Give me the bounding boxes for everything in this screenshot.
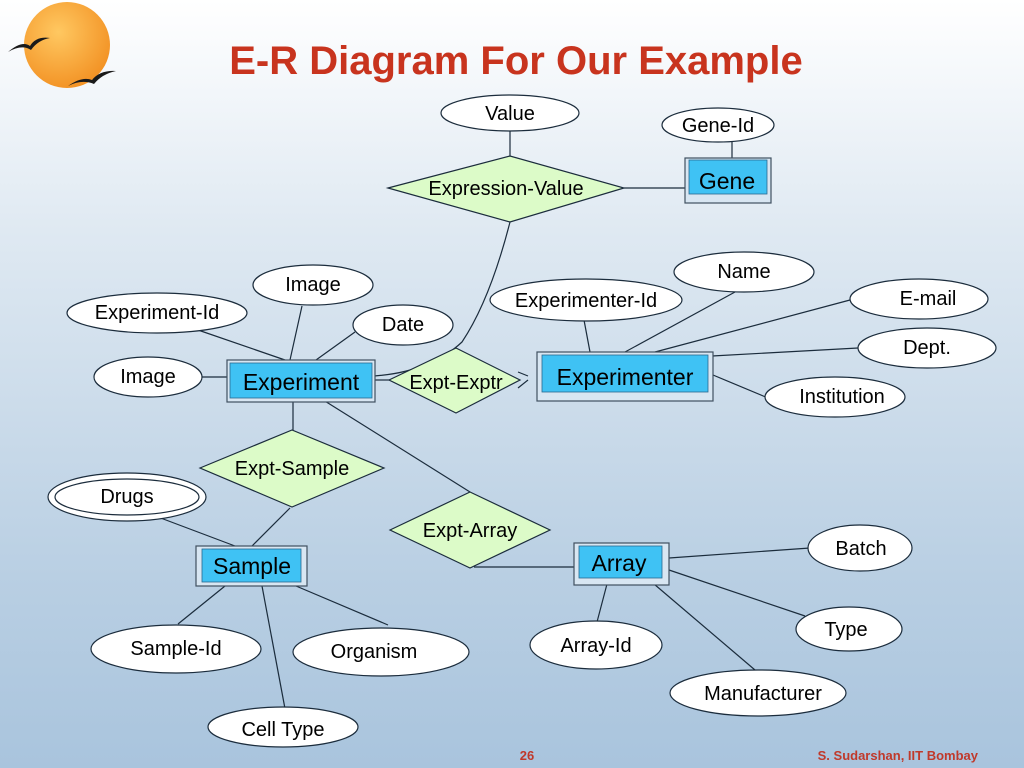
relationship-expt-array-label: Expt-Array [423, 520, 517, 542]
entity-sample: Sample [195, 545, 308, 587]
attribute-experimenter-id-label: Experimenter-Id [515, 290, 657, 312]
attribute-email-label: E-mail [900, 288, 957, 310]
entity-gene: Gene [684, 157, 772, 204]
attribute-organism: Organism [292, 627, 470, 677]
attribute-batch-label: Batch [835, 538, 886, 560]
entity-experimenter-label: Experimenter [557, 364, 694, 390]
footer-author: S. Sudarshan, IIT Bombay [818, 748, 979, 763]
attribute-value: Value [440, 94, 580, 132]
bird-icon [68, 70, 116, 86]
attribute-cell-type-label: Cell Type [241, 719, 324, 741]
attribute-drugs-label: Drugs [100, 486, 153, 508]
attribute-drugs: Drugs [47, 472, 207, 522]
attribute-value-label: Value [485, 103, 535, 125]
bird-icon [8, 37, 50, 52]
relationship-expt-sample: Expt-Sample [198, 429, 386, 508]
attribute-name-label: Name [717, 261, 770, 283]
attribute-array-id-label: Array-Id [560, 635, 631, 657]
relationship-expt-array: Expt-Array [388, 491, 552, 569]
page-number: 26 [520, 748, 534, 763]
attribute-dept: Dept. [857, 327, 997, 369]
attribute-image-left-label: Image [120, 366, 176, 388]
relationship-expt-sample-label: Expt-Sample [235, 458, 350, 480]
relationship-expt-exptr-label: Expt-Exptr [409, 372, 503, 394]
relationship-expt-exptr: Expt-Exptr [387, 347, 522, 414]
entity-array: Array [573, 542, 670, 586]
entity-gene-label: Gene [699, 168, 755, 194]
attribute-sample-id-label: Sample-Id [130, 638, 221, 660]
attribute-image-left: Image [93, 356, 203, 398]
attribute-image-top: Image [252, 264, 374, 306]
attribute-institution: Institution [764, 376, 906, 418]
attribute-image-top-label: Image [285, 274, 341, 296]
attribute-organism-label: Organism [331, 641, 418, 663]
attribute-date-label: Date [382, 314, 424, 336]
attribute-experiment-id-label: Experiment-Id [95, 302, 220, 324]
attribute-institution-label: Institution [799, 386, 885, 408]
attribute-manufacturer-label: Manufacturer [704, 683, 822, 705]
entity-experiment: Experiment [226, 359, 376, 403]
attribute-sample-id: Sample-Id [90, 624, 262, 674]
attribute-cell-type: Cell Type [207, 706, 359, 748]
attribute-array-id: Array-Id [529, 620, 663, 670]
attribute-batch: Batch [807, 524, 913, 572]
attribute-email: E-mail [849, 278, 989, 320]
attribute-name: Name [673, 251, 815, 293]
entity-array-label: Array [592, 550, 647, 576]
relationship-expression-value: Expression-Value [385, 155, 627, 223]
attribute-gene-id: Gene-Id [661, 107, 775, 143]
attribute-experiment-id: Experiment-Id [66, 292, 248, 334]
sun-logo [8, 2, 116, 88]
page-title: E-R Diagram For Our Example [229, 39, 802, 83]
attribute-experimenter-id: Experimenter-Id [489, 278, 683, 322]
attribute-type: Type [795, 606, 903, 652]
attribute-gene-id-label: Gene-Id [682, 115, 754, 137]
attribute-dept-label: Dept. [903, 337, 951, 359]
entity-experimenter: Experimenter [536, 351, 714, 402]
attribute-date: Date [352, 304, 454, 346]
attribute-type-label: Type [824, 619, 867, 641]
entity-experiment-label: Experiment [243, 369, 360, 395]
attribute-manufacturer: Manufacturer [669, 669, 847, 717]
entity-sample-label: Sample [213, 553, 291, 579]
relationship-expression-value-label: Expression-Value [428, 178, 583, 200]
